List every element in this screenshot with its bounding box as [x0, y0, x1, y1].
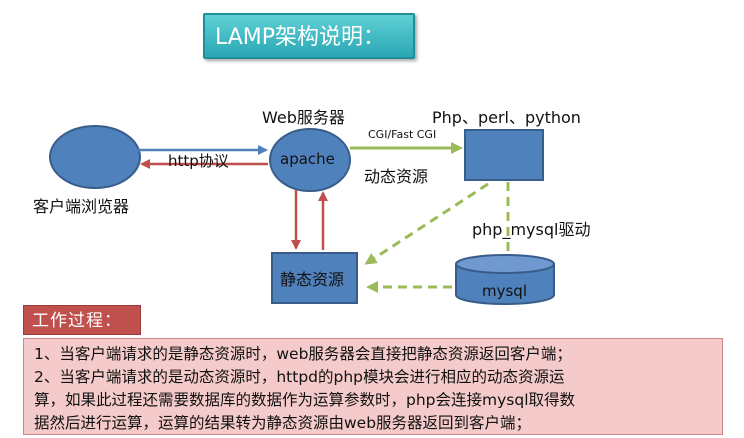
client-label: 客户端浏览器	[33, 197, 130, 216]
mysql-node	[455, 254, 555, 305]
php-node	[464, 129, 544, 181]
work-line-2: 2、当客户端请求的是动态资源时，httpd的php模块会进行相应的动态资源运	[34, 368, 565, 386]
cgi-label: CGI/Fast CGI	[368, 128, 437, 141]
http-label: http协议	[168, 152, 229, 170]
work-line-4: 据然后进行运算，运算的结果转为静态资源由web服务器返回到客户端；	[34, 414, 532, 432]
static-node	[271, 252, 358, 304]
diagram-title: LAMP架构说明：	[203, 13, 415, 59]
mysql-label: mysql	[482, 282, 527, 300]
static-label: 静态资源	[280, 270, 345, 289]
php-to-static-arrow	[364, 182, 489, 265]
web-server-label: Web服务器	[262, 108, 345, 127]
work-process-box: 1、当客户端请求的是静态资源时，web服务器会直接把静态资源返回客户端； 2、当…	[23, 338, 723, 435]
php-mysql-label: php_mysql驱动	[472, 220, 591, 239]
php-langs-label: Php、perl、python	[432, 108, 581, 127]
client-node	[49, 125, 141, 189]
work-line-3: 算，如果此过程还需要数据库的数据作为运算参数时，php会连接mysql取得数	[34, 391, 575, 409]
apache-label: apache	[280, 150, 335, 168]
apache-node	[269, 128, 351, 192]
work-process-title: 工作过程：	[23, 305, 141, 335]
dynamic-label: 动态资源	[364, 167, 429, 186]
work-line-1: 1、当客户端请求的是静态资源时，web服务器会直接把静态资源返回客户端；	[34, 345, 572, 363]
